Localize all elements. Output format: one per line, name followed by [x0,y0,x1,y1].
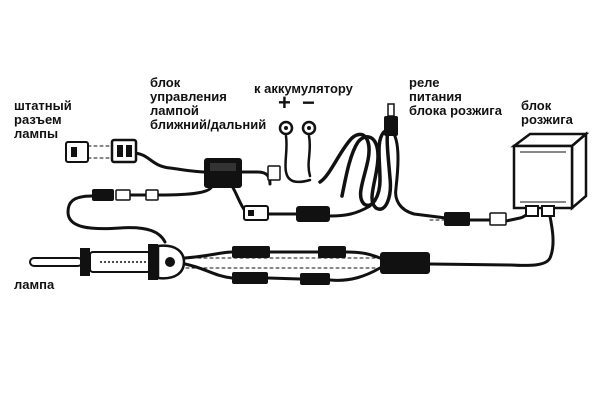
igniter-block [380,252,430,274]
wire-main-lower [183,262,234,280]
label-battery: к аккумулятору [254,81,353,96]
label-control-unit: блок управления лампой ближний/дальний [150,75,267,132]
dash-line-b [185,257,386,269]
label-relay: реле питания блока розжига [409,75,502,118]
wire-ballast-down [428,204,555,267]
main-line-connector-upper [232,246,346,258]
wire-lower-to-relay [328,204,372,218]
hid-lamp [29,244,186,280]
wire-battery-plus [284,134,312,184]
relay-output-connector [444,212,507,226]
harness-connector-left [92,189,159,201]
wire-control-right [238,170,272,186]
wire-relay-to-box [392,132,448,220]
wire-relay-coil-b [340,124,393,211]
battery-terminal-minus [301,120,317,136]
wire-loop-to-lamp [66,194,167,244]
wire-main-upper-c [344,250,382,260]
power-relay [384,103,398,136]
stock-lamp-connector [65,138,138,164]
label-lamp: лампа [14,277,55,292]
wire-main-lower-b [266,276,302,281]
main-line-connector-lower [232,272,330,285]
ballast-unit [510,131,590,217]
control-side-connector [267,165,281,181]
label-ballast: блок розжига [521,98,573,127]
battery-minus-sign: − [302,90,315,115]
beam-control-unit [204,158,242,188]
wire-control-to-harness [128,184,214,197]
control-lower-connector [243,205,330,222]
label-stock-connector: штатный разъем лампы [14,98,72,141]
battery-plus-sign: + [278,90,291,115]
wire-connector-to-control [130,151,208,174]
battery-terminal-plus [278,120,294,136]
wire-main-lower-c [328,266,382,282]
wire-battery-minus [307,134,312,178]
wire-relay-coil-a [318,130,386,208]
wire-main-upper [183,250,234,260]
